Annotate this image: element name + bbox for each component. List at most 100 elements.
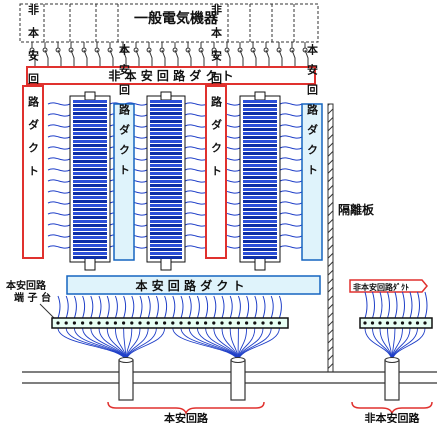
terminal-row: [150, 152, 182, 155]
terminal-row: [73, 184, 107, 187]
terminal-row: [243, 236, 277, 239]
terminal-screw: [363, 321, 366, 324]
wire: [165, 296, 167, 318]
terminal-row: [73, 252, 107, 255]
wire: [181, 296, 183, 318]
wire: [185, 136, 207, 138]
terminal-row: [150, 148, 182, 151]
terminal-row: [150, 108, 182, 111]
wire: [132, 296, 134, 318]
terminal-row: [243, 148, 277, 151]
wire: [230, 296, 232, 318]
terminal-row: [73, 140, 107, 143]
terminal-row: [73, 248, 107, 251]
terminal-row: [150, 128, 182, 131]
terminal-row: [243, 160, 277, 163]
terminal-screw: [56, 321, 59, 324]
terminal-row: [243, 184, 277, 187]
terminal-row: [243, 240, 277, 243]
wire: [156, 296, 158, 318]
terminal-screw: [155, 321, 158, 324]
terminal-row: [150, 180, 182, 183]
wire: [214, 296, 216, 318]
wire: [280, 235, 302, 237]
wire: [48, 235, 70, 237]
wire: [185, 158, 207, 160]
wire: [173, 296, 175, 318]
terminal-row: [243, 208, 277, 211]
terminal-screw: [196, 321, 199, 324]
terminal-row: [243, 196, 277, 199]
terminal-row: [73, 152, 107, 155]
terminal-row: [73, 240, 107, 243]
terminal-row: [243, 124, 277, 127]
wire: [74, 296, 76, 318]
wire: [392, 328, 425, 362]
wire: [185, 246, 207, 248]
wire-stub: [56, 42, 61, 67]
terminal-row: [243, 112, 277, 115]
terminal-row: [243, 228, 277, 231]
terminal-row: [150, 228, 182, 231]
terminal-row: [243, 128, 277, 131]
terminal-screw: [73, 321, 76, 324]
terminal-row: [73, 104, 107, 107]
terminal-row: [73, 244, 107, 247]
terminal-screw: [220, 321, 223, 324]
terminal-row: [243, 180, 277, 183]
wire: [238, 328, 279, 362]
conduit: [385, 360, 399, 400]
terminal-racks: [70, 92, 280, 270]
wire: [185, 213, 207, 215]
wire: [280, 136, 302, 138]
equipment-wire-stubs: [30, 42, 308, 67]
wire: [48, 202, 70, 204]
terminal-row: [150, 240, 182, 243]
terminal-screw: [237, 321, 240, 324]
wire: [66, 328, 126, 362]
wire-stub: [82, 42, 87, 67]
terminal-row: [243, 224, 277, 227]
is-terminal-label-group: 本安回路 端 子 台: [6, 279, 58, 322]
wire-stub: [43, 42, 48, 67]
wire: [185, 224, 207, 226]
terminal-row: [73, 192, 107, 195]
terminal-row: [150, 224, 182, 227]
wire: [48, 136, 70, 138]
rack-top-mount: [255, 92, 265, 100]
terminal-row: [243, 108, 277, 111]
terminal-row: [150, 216, 182, 219]
wire: [280, 147, 302, 149]
wire-stub: [95, 42, 100, 67]
terminal-row: [243, 176, 277, 179]
wire: [185, 125, 207, 127]
terminal-row: [73, 228, 107, 231]
terminal-row: [243, 192, 277, 195]
wire: [189, 296, 191, 318]
wire: [280, 158, 302, 160]
wire: [425, 292, 427, 318]
terminal-row: [150, 136, 182, 139]
terminal-row: [150, 248, 182, 251]
terminal-row: [150, 252, 182, 255]
terminal-row: [73, 208, 107, 211]
terminal-row: [150, 168, 182, 171]
terminal-row: [150, 184, 182, 187]
wire: [185, 169, 207, 171]
general-equipment-label: 一般電気機器: [134, 10, 219, 27]
wire: [280, 125, 302, 127]
non-is-terminal-block: [360, 318, 432, 328]
wire: [124, 296, 126, 318]
wire-stub: [160, 42, 165, 67]
terminal-row: [73, 212, 107, 215]
is-terminal-label-line2: 端 子 台: [14, 291, 51, 304]
conduit-top: [231, 358, 245, 363]
wire: [185, 180, 207, 182]
is-terminal-block: [52, 318, 288, 328]
terminal-screw: [278, 321, 281, 324]
terminal-screw: [97, 321, 100, 324]
wire: [279, 296, 281, 318]
terminal-row: [150, 232, 182, 235]
wire: [91, 296, 93, 318]
